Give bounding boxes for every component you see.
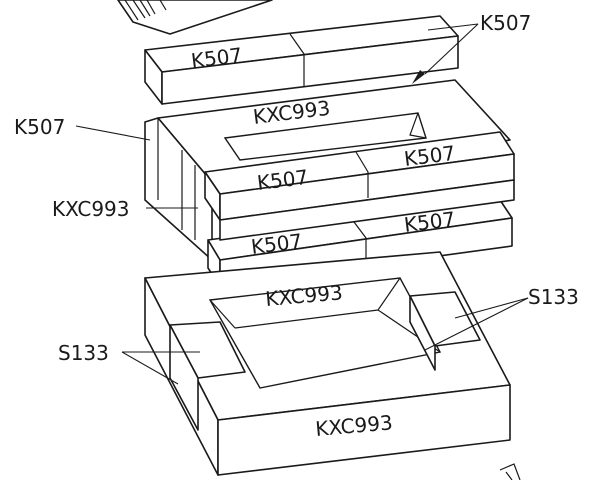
arrowhead-icon: [412, 70, 425, 84]
top-partial-block: [117, 0, 273, 35]
bottom-base-assembly: [144, 251, 511, 476]
label-k507-left: K507: [14, 115, 65, 139]
leader-lines: [75, 23, 529, 480]
top-brick-pair: [144, 15, 459, 105]
label-kxc993-left: KXC993: [52, 197, 130, 221]
label-s133-right: S133: [528, 285, 579, 309]
label-s133-left: S133: [58, 341, 109, 365]
labels: K507 K507 KXC993 K507 K507 K507 KXC993 K…: [14, 11, 579, 441]
label-k507-top-right: K507: [480, 11, 531, 35]
